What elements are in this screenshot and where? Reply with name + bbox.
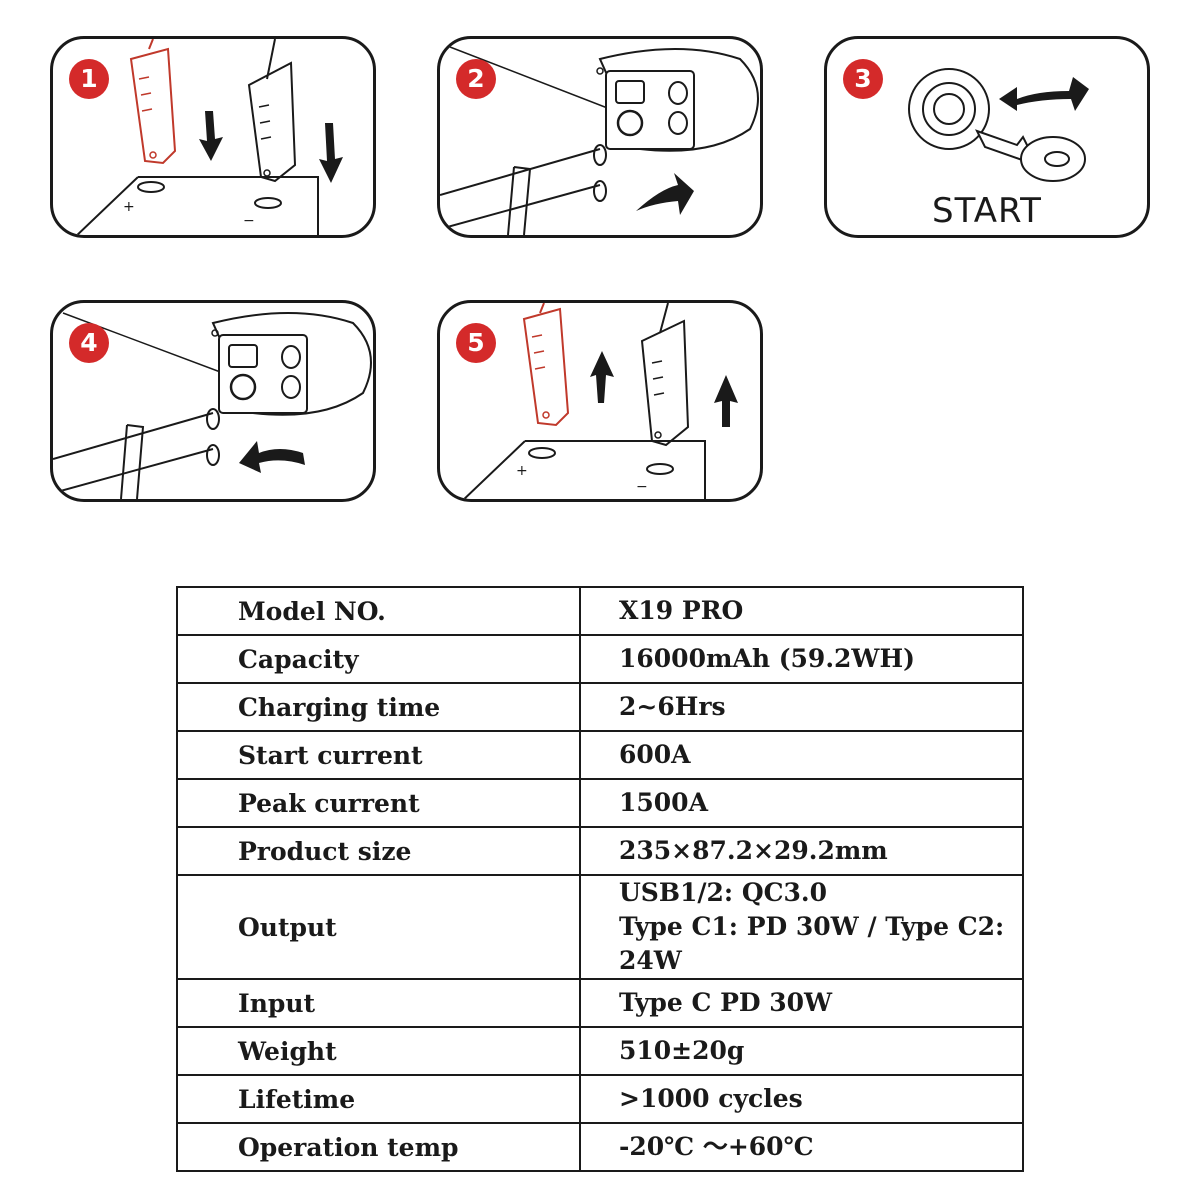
specs-table: Model NO. X19 PRO Capacity 16000mAh (59.…: [176, 586, 1024, 1172]
clamp-remove-icon: + −: [462, 303, 738, 499]
step-5-panel: 5 + −: [437, 300, 763, 502]
table-row: Input Type C PD 30W: [176, 978, 1024, 1028]
spec-value: 510±20g: [579, 1026, 1024, 1076]
battery-plus: +: [516, 463, 528, 479]
table-row: Charging time 2~6Hrs: [176, 682, 1024, 732]
spec-value: 235×87.2×29.2mm: [579, 826, 1024, 876]
table-row: Weight 510±20g: [176, 1026, 1024, 1076]
spec-value: USB1/2: QC3.0 Type C1: PD 30W / Type C2:…: [579, 874, 1024, 980]
spec-label: Model NO.: [176, 586, 581, 636]
step-4-badge: 4: [69, 323, 109, 363]
step-2-badge: 2: [456, 59, 496, 99]
table-row: Peak current 1500A: [176, 778, 1024, 828]
step-3-panel: 3 START: [824, 36, 1150, 238]
step-3-badge: 3: [843, 59, 883, 99]
start-label: START: [932, 191, 1042, 231]
spec-value: -20℃ ～+60℃: [579, 1122, 1024, 1172]
spec-value: 16000mAh (59.2WH): [579, 634, 1024, 684]
step-1-badge: 1: [69, 59, 109, 99]
spec-label: Peak current: [176, 778, 581, 828]
spec-value: 600A: [579, 730, 1024, 780]
spec-label: Lifetime: [176, 1074, 581, 1124]
step-4-panel: 4: [50, 300, 376, 502]
spec-value: >1000 cycles: [579, 1074, 1024, 1124]
step-1-panel: 1 + −: [50, 36, 376, 238]
spec-value: 1500A: [579, 778, 1024, 828]
battery-minus: −: [636, 479, 648, 495]
table-row: Model NO. X19 PRO: [176, 586, 1024, 636]
spec-label: Operation temp: [176, 1122, 581, 1172]
spec-value-line-1: USB1/2: QC3.0: [619, 878, 828, 907]
spec-label: Weight: [176, 1026, 581, 1076]
table-row: Product size 235×87.2×29.2mm: [176, 826, 1024, 876]
spec-label: Output: [176, 874, 581, 980]
spec-value-line-2: Type C1: PD 30W / Type C2: 24W: [619, 912, 1005, 975]
spec-value: Type C PD 30W: [579, 978, 1024, 1028]
step-5-badge: 5: [456, 323, 496, 363]
spec-label: Charging time: [176, 682, 581, 732]
step-2-panel: 2: [437, 36, 763, 238]
table-row: Operation temp -20℃ ～+60℃: [176, 1122, 1024, 1172]
plug-disconnect-icon: [53, 312, 372, 499]
battery-plus: +: [123, 199, 135, 215]
battery-minus: −: [243, 213, 255, 229]
spec-value: X19 PRO: [579, 586, 1024, 636]
plug-connect-icon: [440, 46, 759, 235]
table-row: Start current 600A: [176, 730, 1024, 780]
ignition-key-icon: [908, 68, 1089, 182]
table-row: Output USB1/2: QC3.0 Type C1: PD 30W / T…: [176, 874, 1024, 980]
table-row: Lifetime >1000 cycles: [176, 1074, 1024, 1124]
clamp-attach-icon: + −: [75, 39, 343, 235]
spec-value: 2~6Hrs: [579, 682, 1024, 732]
spec-label: Capacity: [176, 634, 581, 684]
table-row: Capacity 16000mAh (59.2WH): [176, 634, 1024, 684]
spec-label: Product size: [176, 826, 581, 876]
spec-label: Input: [176, 978, 581, 1028]
spec-label: Start current: [176, 730, 581, 780]
